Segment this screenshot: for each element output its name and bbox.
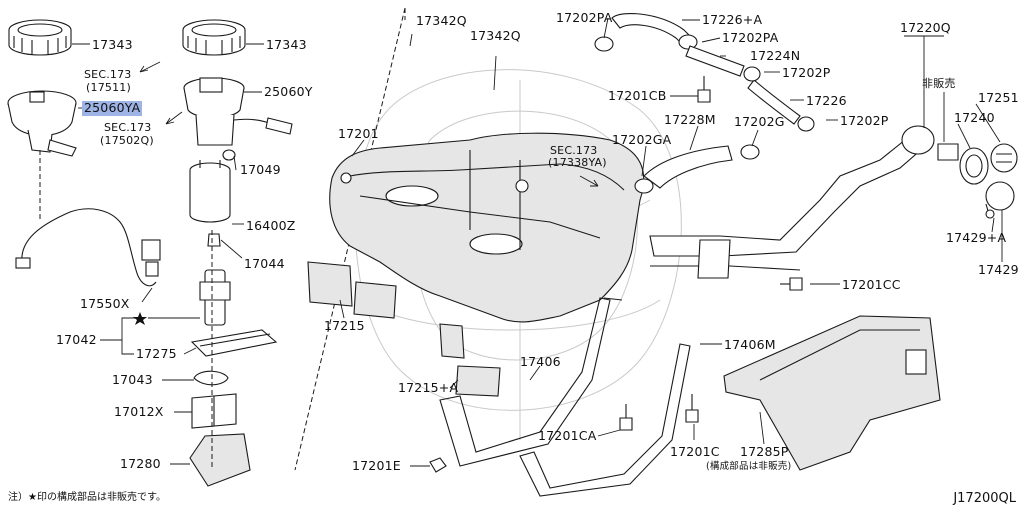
label-17550X[interactable]: 17550X <box>80 296 130 311</box>
label-17201[interactable]: 17201 <box>338 126 379 141</box>
arrow-sec17338YA <box>579 175 599 187</box>
label-25060Y[interactable]: 25060Y <box>264 84 313 99</box>
label-16400Z[interactable]: 16400Z <box>246 218 296 233</box>
diagram-reference-code: J17200QL <box>953 491 1016 506</box>
sec-ref-17511-title[interactable]: SEC.173 <box>84 68 132 81</box>
pad-17215 <box>307 261 397 319</box>
label-not-for-sale: 非販売 <box>922 77 956 90</box>
label-17201CA[interactable]: 17201CA <box>538 428 597 443</box>
fuel-pump-17042 <box>199 269 231 326</box>
label-17343-middle[interactable]: 17343 <box>266 37 307 52</box>
label-17228M[interactable]: 17228M <box>664 112 716 127</box>
nut-17201E <box>429 457 447 473</box>
label-17201C[interactable]: 17201C <box>670 444 720 459</box>
label-17275[interactable]: 17275 <box>136 346 177 361</box>
sec-ref-17511-code[interactable]: (17511) <box>86 81 131 94</box>
bracket-17012X <box>191 393 237 429</box>
strap-17406M <box>519 343 691 497</box>
hose-17228M <box>634 144 760 194</box>
label-17042[interactable]: 17042 <box>56 332 97 347</box>
label-17406[interactable]: 17406 <box>520 354 561 369</box>
label-17285P-note: (構成部品は非販売) <box>706 461 792 472</box>
label-17043[interactable]: 17043 <box>112 372 153 387</box>
oring-17049 <box>222 149 236 161</box>
label-17220Q[interactable]: 17220Q <box>900 20 951 35</box>
label-17285P[interactable]: 17285P <box>740 444 789 459</box>
fuel-tank-17201 <box>329 132 645 323</box>
bolt-17201CC <box>780 277 803 291</box>
sec-ref-17338YA-code[interactable]: (17338YA) <box>548 156 607 169</box>
cover-17280 <box>189 433 251 487</box>
bolt-17201CB <box>697 76 711 103</box>
tether-17429 <box>985 181 1015 219</box>
label-17201CC[interactable]: 17201CC <box>842 277 901 292</box>
label-17202P-a[interactable]: 17202P <box>782 65 831 80</box>
label-17429A[interactable]: 17429+A <box>946 230 1007 245</box>
label-17215A[interactable]: 17215+A <box>398 380 459 395</box>
bolt-17201CA <box>619 404 633 431</box>
ring-17343-left <box>8 19 72 56</box>
label-17044[interactable]: 17044 <box>244 256 285 271</box>
clamp-17202PA <box>594 34 698 52</box>
label-17202PA-b[interactable]: 17202PA <box>722 30 779 45</box>
hose-17226 <box>743 66 815 132</box>
label-17012X[interactable]: 17012X <box>114 404 164 419</box>
leader-lines <box>72 17 1003 467</box>
nonsale-star-icon <box>133 312 147 325</box>
label-17202GA[interactable]: 17202GA <box>612 132 672 147</box>
ring-17343-middle <box>182 19 246 56</box>
sec-ref-17338YA-title[interactable]: SEC.173 <box>550 144 598 157</box>
sec-ref-17502Q-code[interactable]: (17502Q) <box>100 134 154 147</box>
bolt-17201C <box>685 394 699 423</box>
label-17201E[interactable]: 17201E <box>352 458 401 473</box>
label-17226A[interactable]: 17226+A <box>702 12 763 27</box>
protector-17285P <box>723 315 941 471</box>
label-17429[interactable]: 17429 <box>978 262 1019 277</box>
fuel-pump-module-25060Y <box>183 77 293 146</box>
label-17226[interactable]: 17226 <box>806 93 847 108</box>
label-17202PA-a[interactable]: 17202PA <box>556 10 613 25</box>
label-17202P-b[interactable]: 17202P <box>840 113 889 128</box>
filler-neck-17240 <box>959 147 989 185</box>
arrow-sec17502Q <box>165 111 183 125</box>
clip-17043 <box>193 370 229 386</box>
label-17406M[interactable]: 17406M <box>724 337 776 352</box>
label-17251[interactable]: 17251 <box>978 90 1019 105</box>
harness-17550X <box>15 208 161 287</box>
label-17201CB[interactable]: 17201CB <box>608 88 667 103</box>
strainer-17275 <box>190 329 278 357</box>
label-17342Q-b[interactable]: 17342Q <box>470 28 521 43</box>
fuel-sender-25060YA <box>7 90 77 157</box>
label-17280[interactable]: 17280 <box>120 456 161 471</box>
arrow-sec17511 <box>139 61 161 73</box>
label-17215[interactable]: 17215 <box>324 318 365 333</box>
hose-17226A <box>611 13 691 45</box>
label-17202G[interactable]: 17202G <box>734 114 785 129</box>
footnote: 注）★印の構成部品は非販売です。 <box>8 492 166 503</box>
divider-line-left <box>294 7 406 471</box>
label-17343-left[interactable]: 17343 <box>92 37 133 52</box>
part-nonsale-box <box>937 143 959 161</box>
strap-17406 <box>439 297 623 467</box>
label-17049[interactable]: 17049 <box>240 162 281 177</box>
pad-17215A <box>439 323 501 397</box>
fitting-17044 <box>207 233 221 247</box>
label-25060YA[interactable]: 25060YA <box>82 100 143 116</box>
label-17342Q-a[interactable]: 17342Q <box>416 13 467 28</box>
hose-17224N <box>685 45 745 77</box>
filler-tube-17220Q <box>649 125 935 279</box>
filler-cap-17251 <box>990 143 1018 173</box>
fuel-filter-16400Z <box>189 160 231 223</box>
label-17240[interactable]: 17240 <box>954 110 995 125</box>
sec-ref-17502Q-title[interactable]: SEC.173 <box>104 121 152 134</box>
label-17224N[interactable]: 17224N <box>750 48 801 63</box>
